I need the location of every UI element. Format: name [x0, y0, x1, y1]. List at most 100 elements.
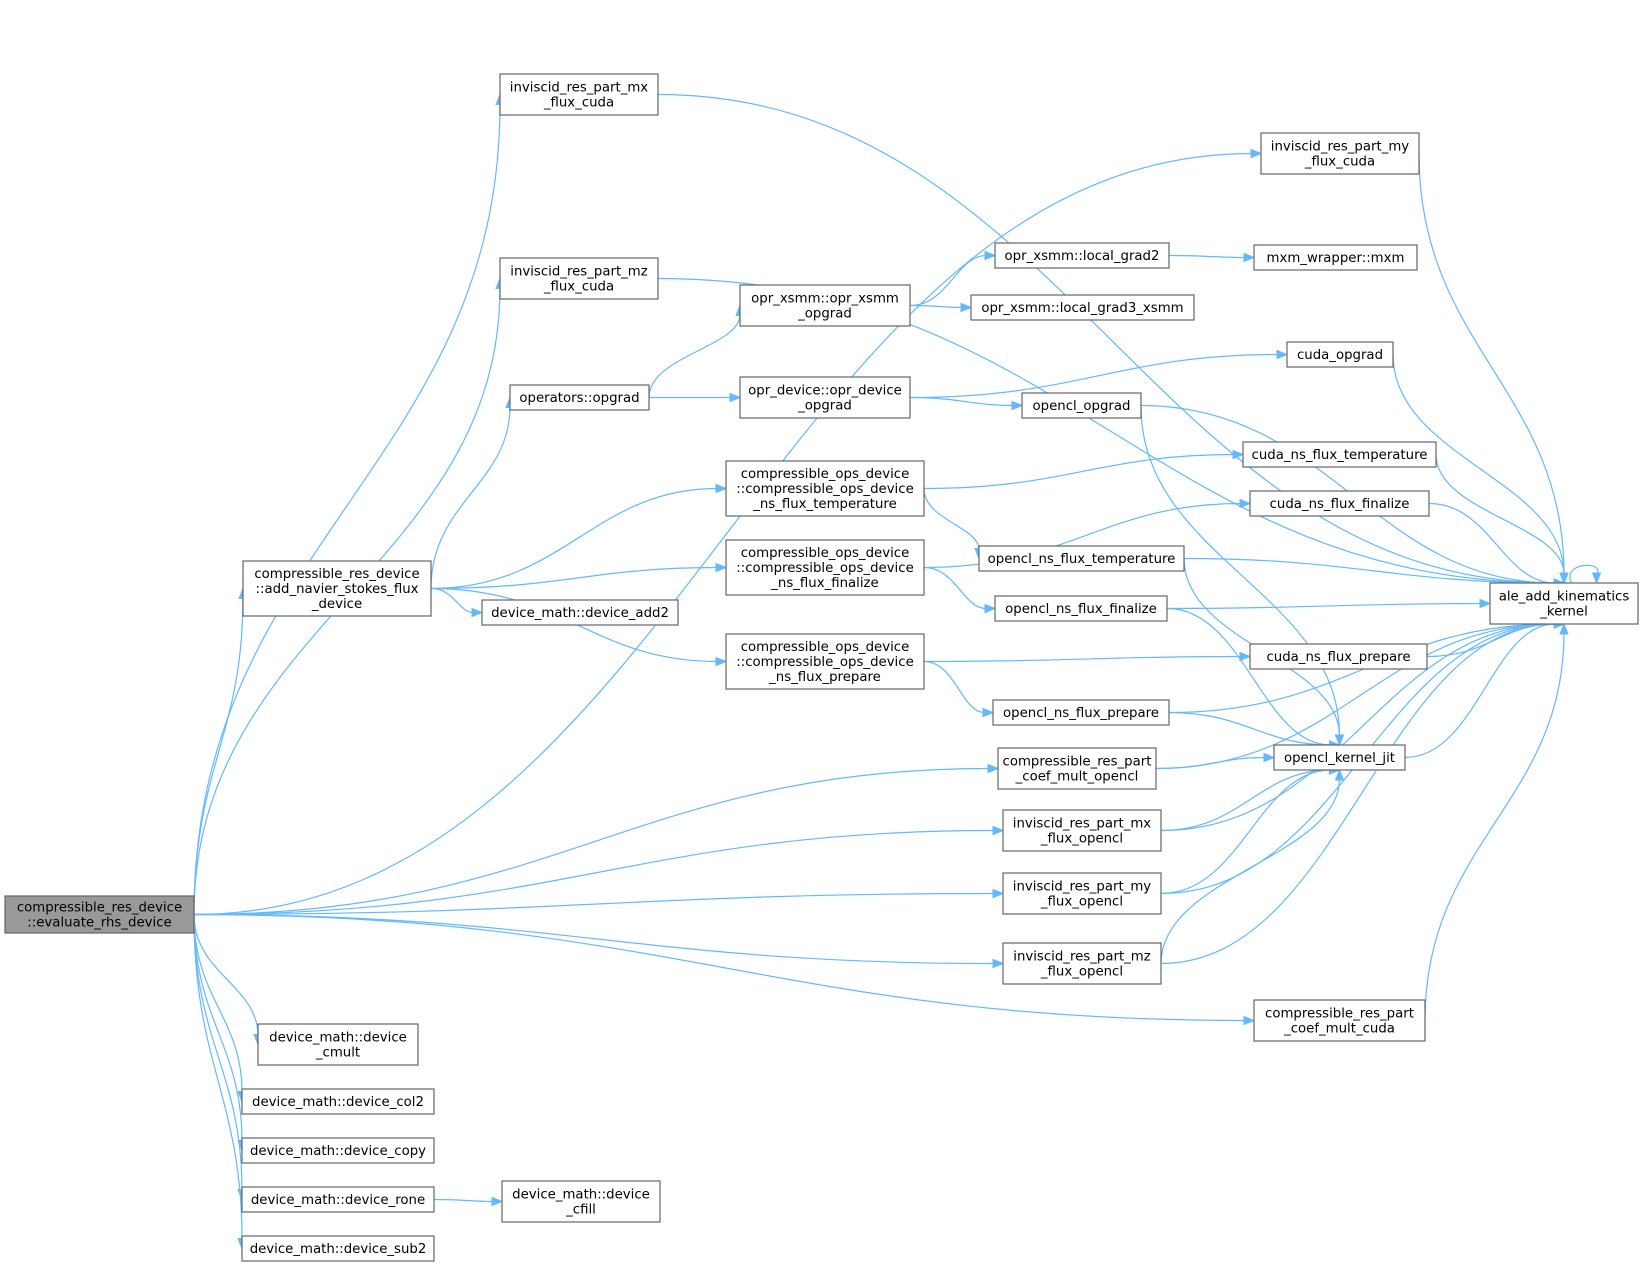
arrowhead — [984, 603, 997, 614]
node-label: _cfill — [565, 1203, 596, 1218]
edge-line — [193, 892, 995, 916]
node-dev-opgrad[interactable]: opr_device::opr_device_opgrad — [739, 376, 911, 419]
node-ocl-prep[interactable]: opencl_ns_flux_prepare — [992, 699, 1170, 726]
node-mz-ocl[interactable]: inviscid_res_part_mz_flux_opencl — [1002, 942, 1162, 985]
node-col2[interactable]: device_math::device_col2 — [241, 1088, 435, 1115]
edge-add_ns-to-ops_final — [430, 562, 728, 590]
node-box — [241, 1137, 435, 1164]
node-xsmm-opgrad[interactable]: opr_xsmm::opr_xsmm_opgrad — [739, 284, 911, 327]
node-label: device_math::device — [269, 1031, 407, 1046]
edge-ops_prep-to-ocl_prep — [923, 660, 995, 718]
edge-line — [1183, 557, 1556, 584]
node-dev-add2[interactable]: device_math::device_add2 — [481, 599, 679, 626]
node-label: ale_add_kinematics — [1499, 590, 1630, 605]
arrowhead — [1479, 598, 1492, 609]
node-local-grad3[interactable]: opr_xsmm::local_grad3_xsmm — [970, 294, 1195, 321]
node-ocl-final[interactable]: opencl_ns_flux_finalize — [994, 595, 1168, 622]
node-label: _opgrad — [797, 307, 852, 322]
node-rone[interactable]: device_math::device_rone — [241, 1186, 435, 1213]
node-local-grad2[interactable]: opr_xsmm::local_grad2 — [994, 242, 1170, 269]
arrowhead — [1232, 449, 1245, 460]
node-label: _ns_flux_temperature — [752, 497, 897, 512]
node-label: inviscid_res_part_mx — [510, 81, 649, 96]
node-label: opencl_kernel_jit — [1284, 751, 1395, 766]
edge-line — [193, 152, 1253, 916]
arrowhead — [729, 392, 742, 403]
node-mx-cuda[interactable]: inviscid_res_part_mx_flux_cuda — [499, 73, 659, 116]
arrowhead — [715, 562, 728, 573]
edge-ocl_final-to-ale — [1166, 598, 1492, 610]
node-label: compressible_res_device — [254, 567, 419, 582]
arrowhead — [1239, 498, 1252, 509]
edge-coef_ocl-to-ocl_jit — [1155, 752, 1276, 770]
edge-line — [1569, 564, 1599, 584]
node-label: _coef_mult_cuda — [1283, 1022, 1395, 1037]
arrowhead — [1559, 622, 1569, 635]
edge-ops_temp-to-cuda_temp — [923, 449, 1245, 490]
node-cuda-prep[interactable]: cuda_ns_flux_prepare — [1249, 643, 1428, 670]
node-mz-cuda[interactable]: inviscid_res_part_mz_flux_cuda — [499, 257, 659, 300]
node-label: ::compressible_ops_device — [736, 561, 914, 576]
node-cuda-final[interactable]: cuda_ns_flux_finalize — [1249, 490, 1430, 517]
edge-ops_final-to-ocl_final — [923, 566, 997, 614]
node-label: device_math::device_copy — [250, 1144, 426, 1159]
node-opencl-opgrad[interactable]: opencl_opgrad — [1021, 392, 1142, 419]
node-box — [1273, 744, 1406, 771]
node-my-ocl[interactable]: inviscid_res_part_my_flux_opencl — [1002, 872, 1162, 915]
node-box — [257, 1023, 419, 1066]
node-label: inviscid_res_part_my — [1271, 140, 1410, 155]
node-box — [978, 545, 1185, 572]
node-box — [970, 294, 1195, 321]
edge-line — [923, 488, 980, 550]
edge-line — [909, 353, 1279, 399]
node-label: mxm_wrapper::mxm — [1267, 251, 1405, 266]
node-copy[interactable]: device_math::device_copy — [241, 1137, 435, 1164]
node-cuda-opgrad[interactable]: cuda_opgrad — [1286, 341, 1394, 368]
arrowhead — [715, 656, 728, 667]
node-label: inviscid_res_part_mx — [1013, 817, 1152, 832]
edge-root-to-my_ocl — [193, 888, 1005, 916]
arrowhead — [1334, 734, 1345, 747]
node-cuda-temp[interactable]: cuda_ns_flux_temperature — [1242, 441, 1437, 468]
edge-root-to-mz_ocl — [193, 913, 1005, 969]
node-ocl-jit[interactable]: opencl_kernel_jit — [1273, 744, 1406, 771]
node-coef-cuda[interactable]: compressible_res_part_coef_mult_cuda — [1253, 999, 1426, 1042]
node-label: cuda_ns_flux_prepare — [1266, 650, 1410, 665]
edge-line — [193, 914, 243, 1240]
node-label: _ns_flux_finalize — [770, 576, 878, 591]
node-cmult[interactable]: device_math::device_cmult — [257, 1023, 419, 1066]
node-root[interactable]: compressible_res_device::evaluate_rhs_de… — [4, 895, 195, 934]
edge-line — [193, 913, 995, 965]
node-ops-prep[interactable]: compressible_ops_device::compressible_op… — [725, 633, 925, 690]
node-label: device_math::device_rone — [251, 1193, 425, 1208]
node-ops-final[interactable]: compressible_ops_device::compressible_op… — [725, 539, 925, 596]
edge-line — [1392, 354, 1565, 575]
edge-root-to-coef_ocl — [193, 763, 1000, 916]
node-sub2[interactable]: device_math::device_sub2 — [241, 1235, 435, 1262]
node-opgrad[interactable]: operators::opgrad — [509, 384, 650, 411]
node-mx-ocl[interactable]: inviscid_res_part_mx_flux_opencl — [1002, 809, 1162, 852]
edge-line — [430, 566, 718, 590]
node-cfill[interactable]: device_math::device_cfill — [501, 1180, 661, 1223]
node-ocl-temp[interactable]: opencl_ns_flux_temperature — [978, 545, 1185, 572]
node-ops-temp[interactable]: compressible_ops_device::compressible_op… — [725, 460, 925, 517]
node-ale[interactable]: ale_add_kinematics_kernel — [1489, 582, 1639, 625]
edge-line — [1160, 623, 1556, 832]
node-label: _flux_cuda — [1304, 155, 1375, 170]
node-label: ::evaluate_rhs_device — [27, 916, 171, 931]
node-label: _flux_opencl — [1040, 895, 1123, 910]
node-label: compressible_res_part — [1265, 1007, 1414, 1022]
edge-line — [193, 829, 995, 916]
node-my-cuda[interactable]: inviscid_res_part_my_flux_cuda — [1260, 132, 1420, 175]
edge-line — [430, 406, 511, 589]
node-mxm[interactable]: mxm_wrapper::mxm — [1253, 244, 1418, 271]
edge-cuda_opgrad-to-ale — [1392, 354, 1569, 585]
node-label: opr_device::opr_device — [748, 384, 902, 399]
node-box — [501, 1180, 661, 1223]
node-coef-ocl[interactable]: compressible_res_part_coef_mult_opencl — [997, 747, 1157, 790]
node-box — [994, 242, 1170, 269]
node-add-ns[interactable]: compressible_res_device::add_navier_stok… — [242, 560, 432, 617]
node-label: _flux_opencl — [1040, 832, 1123, 847]
node-box — [1021, 392, 1142, 419]
